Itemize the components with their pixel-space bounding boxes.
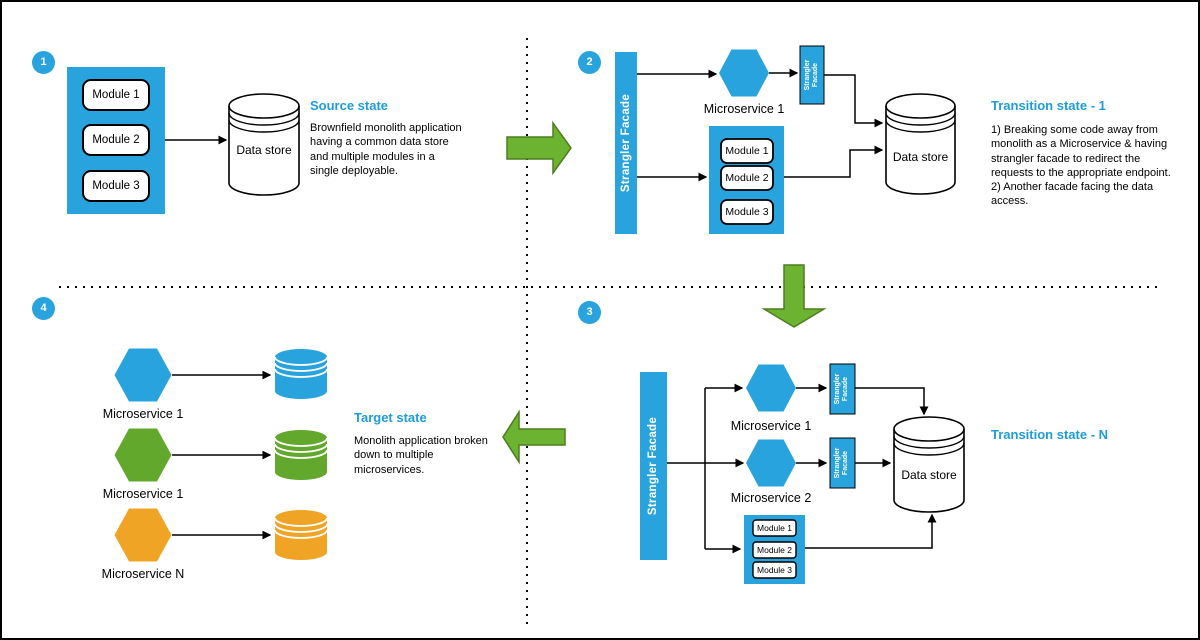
q1-module3-label: Module 3 — [92, 180, 140, 192]
q1-heading: Source state — [310, 98, 389, 113]
q3-facade1-box — [829, 363, 856, 415]
q4-microservice1-label: Microservice 1 — [102, 407, 184, 421]
q3-datastore-label: Data store — [901, 468, 957, 482]
q2-facade-to-datastore-arrow — [824, 74, 884, 128]
q4-microserviceN-hexagon-icon — [114, 508, 172, 562]
q3-facade2-box — [829, 437, 856, 489]
q2-monolith-to-datastore-arrow — [784, 145, 884, 178]
q4-microservice2-label: Microservice 1 — [102, 487, 184, 501]
q1-module1-label: Module 1 — [92, 89, 140, 101]
q1-datastore-label: Data store — [236, 143, 292, 157]
q3-strangler-facade-bar — [640, 372, 667, 560]
q3-microservice1-label: Microservice 1 — [730, 419, 812, 433]
q3-module1-box — [752, 519, 797, 537]
q3-module2-label: Module 2 — [757, 545, 792, 555]
q3-step-badge: 3 — [578, 301, 601, 324]
q2-module1-label: Module 1 — [725, 145, 769, 157]
q3-module3-box — [752, 561, 797, 579]
q1-step-badge: 1 — [32, 51, 55, 74]
q4-step-badge: 4 — [32, 297, 55, 320]
q4-datastore2-cylinder-icon — [274, 430, 328, 480]
q2-strangler-bar-label: Strangler Facade — [620, 93, 632, 193]
q2-strangler-facade-bar — [615, 52, 637, 234]
q4-microservice1-hexagon-icon — [114, 348, 172, 402]
q3-facade1-to-datastore-arrow — [855, 387, 929, 416]
green-arrow-down-icon — [761, 264, 827, 328]
green-arrow-left-icon — [502, 409, 566, 465]
q2-microservice1-label: Microservice 1 — [703, 102, 785, 116]
q2-heading: Transition state - 1 — [991, 98, 1106, 113]
q3-microservice2-hexagon-icon — [746, 439, 796, 487]
q2-module2-label: Module 2 — [725, 172, 769, 184]
q2-module1-box — [720, 138, 774, 164]
q2-description: 1) Breaking some code away from monolith… — [991, 123, 1181, 209]
q2-description-item2: 2) Another facade facing the data access… — [991, 181, 1154, 208]
q1-description: Brownfield monolith application having a… — [310, 122, 462, 177]
q4-microservice2-hexagon-icon — [114, 428, 172, 482]
q3-module2-box — [752, 541, 797, 559]
q2-description-item1: 1) Breaking some code away from monolith… — [991, 124, 1171, 179]
q2-microservice1-hexagon-icon — [719, 49, 769, 97]
q3-monolith-to-datastore-arrow — [796, 513, 937, 549]
q3-facade2-label: Strangler Facade — [833, 447, 849, 479]
q2-module3-label: Module 3 — [725, 206, 769, 218]
q3-datastore-cylinder-icon — [893, 416, 965, 513]
q4-datastore1-cylinder-icon — [274, 349, 328, 399]
q3-heading: Transition state - N — [991, 427, 1109, 442]
q1-module2-label: Module 2 — [92, 134, 140, 146]
q4-heading: Target state — [354, 410, 427, 425]
q2-step-badge: 2 — [578, 51, 601, 74]
q2-facade-box — [799, 45, 825, 105]
q2-datastore-cylinder-icon — [885, 93, 956, 195]
q4-datastoreN-cylinder-icon — [274, 510, 328, 560]
q3-module1-label: Module 1 — [757, 523, 792, 533]
q2-module2-box — [720, 165, 774, 191]
q2-module3-box — [720, 199, 774, 225]
q4-description: Monolith application broken down to mult… — [354, 435, 488, 476]
q3-facade1-label: Strangler Facade — [833, 373, 849, 405]
q1-datastore-cylinder-icon — [228, 93, 300, 196]
q2-facade-label: Strangler Facade — [803, 59, 819, 91]
q1-module1-box — [82, 79, 150, 111]
q1-module3-box — [82, 170, 150, 202]
q3-microservice1-hexagon-icon — [746, 364, 796, 412]
q1-module2-box — [82, 124, 150, 156]
q2-datastore-label: Data store — [892, 150, 949, 164]
q3-strangler-bar-label: Strangler Facade — [647, 416, 659, 516]
q3-module3-label: Module 3 — [757, 565, 792, 575]
q3-microservice2-label: Microservice 2 — [730, 491, 812, 505]
green-arrow-right-icon — [506, 120, 572, 176]
q4-microserviceN-label: Microservice N — [101, 567, 185, 581]
